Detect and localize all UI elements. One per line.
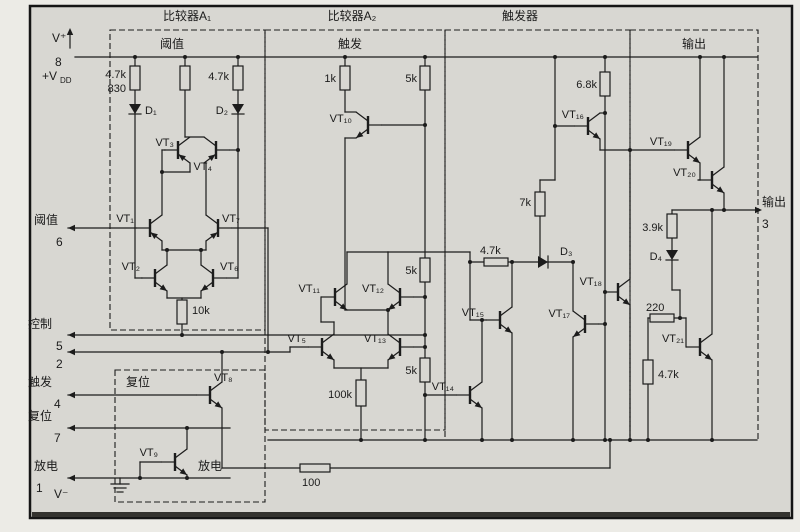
terminal-arrows (66, 28, 762, 482)
label-d1: D₁ (145, 105, 157, 117)
label-vt6: VT₆ (220, 261, 239, 273)
label-vt1: VT₁ (116, 213, 134, 225)
section-label-output: 输出 (682, 36, 706, 51)
header-threshold: 阈值 (160, 36, 184, 51)
resistor-6k8 (599, 71, 611, 97)
label-r-100k: 100k (328, 389, 352, 401)
resistor-100k (355, 379, 367, 407)
pin7-number: 7 (54, 431, 61, 445)
label-r-4k7-a1-right: 4.7k (208, 71, 229, 83)
pin4-number: 4 (54, 397, 61, 411)
label-d3: D₃ (560, 246, 572, 258)
resistor-5k-bottom (419, 357, 431, 383)
label-r-1k: 1k (324, 73, 336, 85)
label-vt21: VT₂₁ (662, 333, 684, 345)
resistor-5k-mid (419, 257, 431, 283)
wires (67, 31, 758, 485)
label-r-4k7-ff: 4.7k (480, 245, 501, 257)
block-comparator-a1 (109, 29, 266, 331)
label-r-100: 100 (302, 477, 320, 489)
resistor-3k9 (666, 213, 678, 239)
resistor-4k7-out (642, 359, 654, 385)
label-vt15: VT₁₅ (462, 307, 484, 319)
label-vt2: VT₂ (122, 261, 140, 273)
resistor-4k7-a1-left (129, 65, 141, 91)
label-vt3: VT₃ (155, 137, 174, 149)
label-d2: D₂ (216, 105, 228, 117)
resistor-10k (176, 299, 188, 325)
output-arrow (755, 206, 762, 214)
block-reset-discharge (114, 369, 266, 503)
block-output-stage (629, 29, 759, 441)
resistor-4k7-ff (483, 257, 509, 267)
junction-dots (133, 55, 726, 480)
label-vt4: VT₄ (193, 161, 212, 173)
label-vt14: VT₁₄ (432, 381, 455, 393)
resistor-5k-top (419, 65, 431, 91)
resistor-a1-middle (179, 65, 191, 91)
labels: 比较器A₁ 比较器A₂ 触发器 输出 阈值 触发 V⁺ 8 +V DD 阈值 6… (28, 8, 786, 501)
inner-discharge-label: 放电 (198, 458, 222, 473)
label-vt19: VT₁₉ (650, 136, 672, 148)
resistors (129, 65, 678, 473)
inner-reset-label: 复位 (126, 374, 150, 389)
resistor-100 (299, 463, 331, 473)
label-vt13: VT₁₃ (364, 333, 386, 345)
pin6-number: 6 (56, 235, 63, 249)
label-vt8: VT₈ (214, 372, 233, 384)
pin1-discharge-label: 放电 (34, 458, 58, 473)
resistor-1k (339, 65, 351, 91)
label-vt18: VT₁₈ (580, 276, 602, 288)
label-vt5: VT₅ (288, 333, 307, 345)
label-r-6k8: 6.8k (576, 79, 597, 91)
section-label-flipflop: 触发器 (502, 8, 538, 23)
label-vt10: VT₁₀ (330, 113, 352, 125)
section-label-comparator-a1: 比较器A₁ (163, 8, 211, 23)
label-r-3k9: 3.9k (642, 222, 663, 234)
pin7-reset-label: 复位 (28, 408, 52, 423)
label-vt20: VT₂₀ (673, 167, 696, 179)
section-label-comparator-a2: 比较器A₂ (328, 8, 377, 23)
photo-frame-shadow (32, 512, 790, 517)
pin3-number: 3 (762, 217, 769, 231)
pin8-vdd-label: +V (42, 69, 57, 83)
label-r-5k-top: 5k (405, 73, 417, 85)
label-r-10k: 10k (192, 305, 210, 317)
label-r-5k-bottom: 5k (405, 365, 417, 377)
pin8-number: 8 (55, 55, 62, 69)
pin5-control-label: 控制 (28, 317, 52, 331)
label-vt7: VT₇ (222, 213, 240, 225)
label-vt16: VT₁₆ (562, 109, 584, 121)
pin1-number: 1 (36, 481, 43, 495)
label-vt11: VT₁₁ (299, 283, 321, 295)
header-trigger: 触发 (338, 36, 362, 51)
label-r-4k7-a1-left: 4.7k (105, 69, 126, 81)
resistor-220 (649, 313, 675, 323)
label-vt17: VT₁₇ (548, 308, 570, 320)
pin5-number: 5 (56, 339, 63, 353)
label-vt9: VT₉ (140, 447, 158, 459)
label-r-5k-mid: 5k (405, 265, 417, 277)
pin8-vdd-subscript: DD (60, 76, 72, 85)
pin1-vminus-label: V⁻ (54, 487, 68, 501)
resistor-7k (534, 191, 546, 217)
label-d4: D₄ (650, 251, 663, 263)
label-vt12: VT₁₂ (362, 283, 384, 295)
pin4-trigger-label: 触发 (28, 374, 52, 389)
photo-frame (28, 4, 794, 520)
label-r-4k7-out: 4.7k (658, 369, 679, 381)
pin2-number: 2 (56, 357, 63, 371)
pin6-threshold-label: 阈值 (34, 212, 58, 227)
pin8-vplus-label: V⁺ (52, 31, 66, 45)
pin3-output-label: 输出 (762, 194, 786, 209)
label-r-7k: 7k (519, 197, 531, 209)
label-r-830: 830 (108, 83, 126, 95)
resistor-4k7-a1-right (232, 65, 244, 91)
label-r-220: 220 (646, 302, 664, 314)
